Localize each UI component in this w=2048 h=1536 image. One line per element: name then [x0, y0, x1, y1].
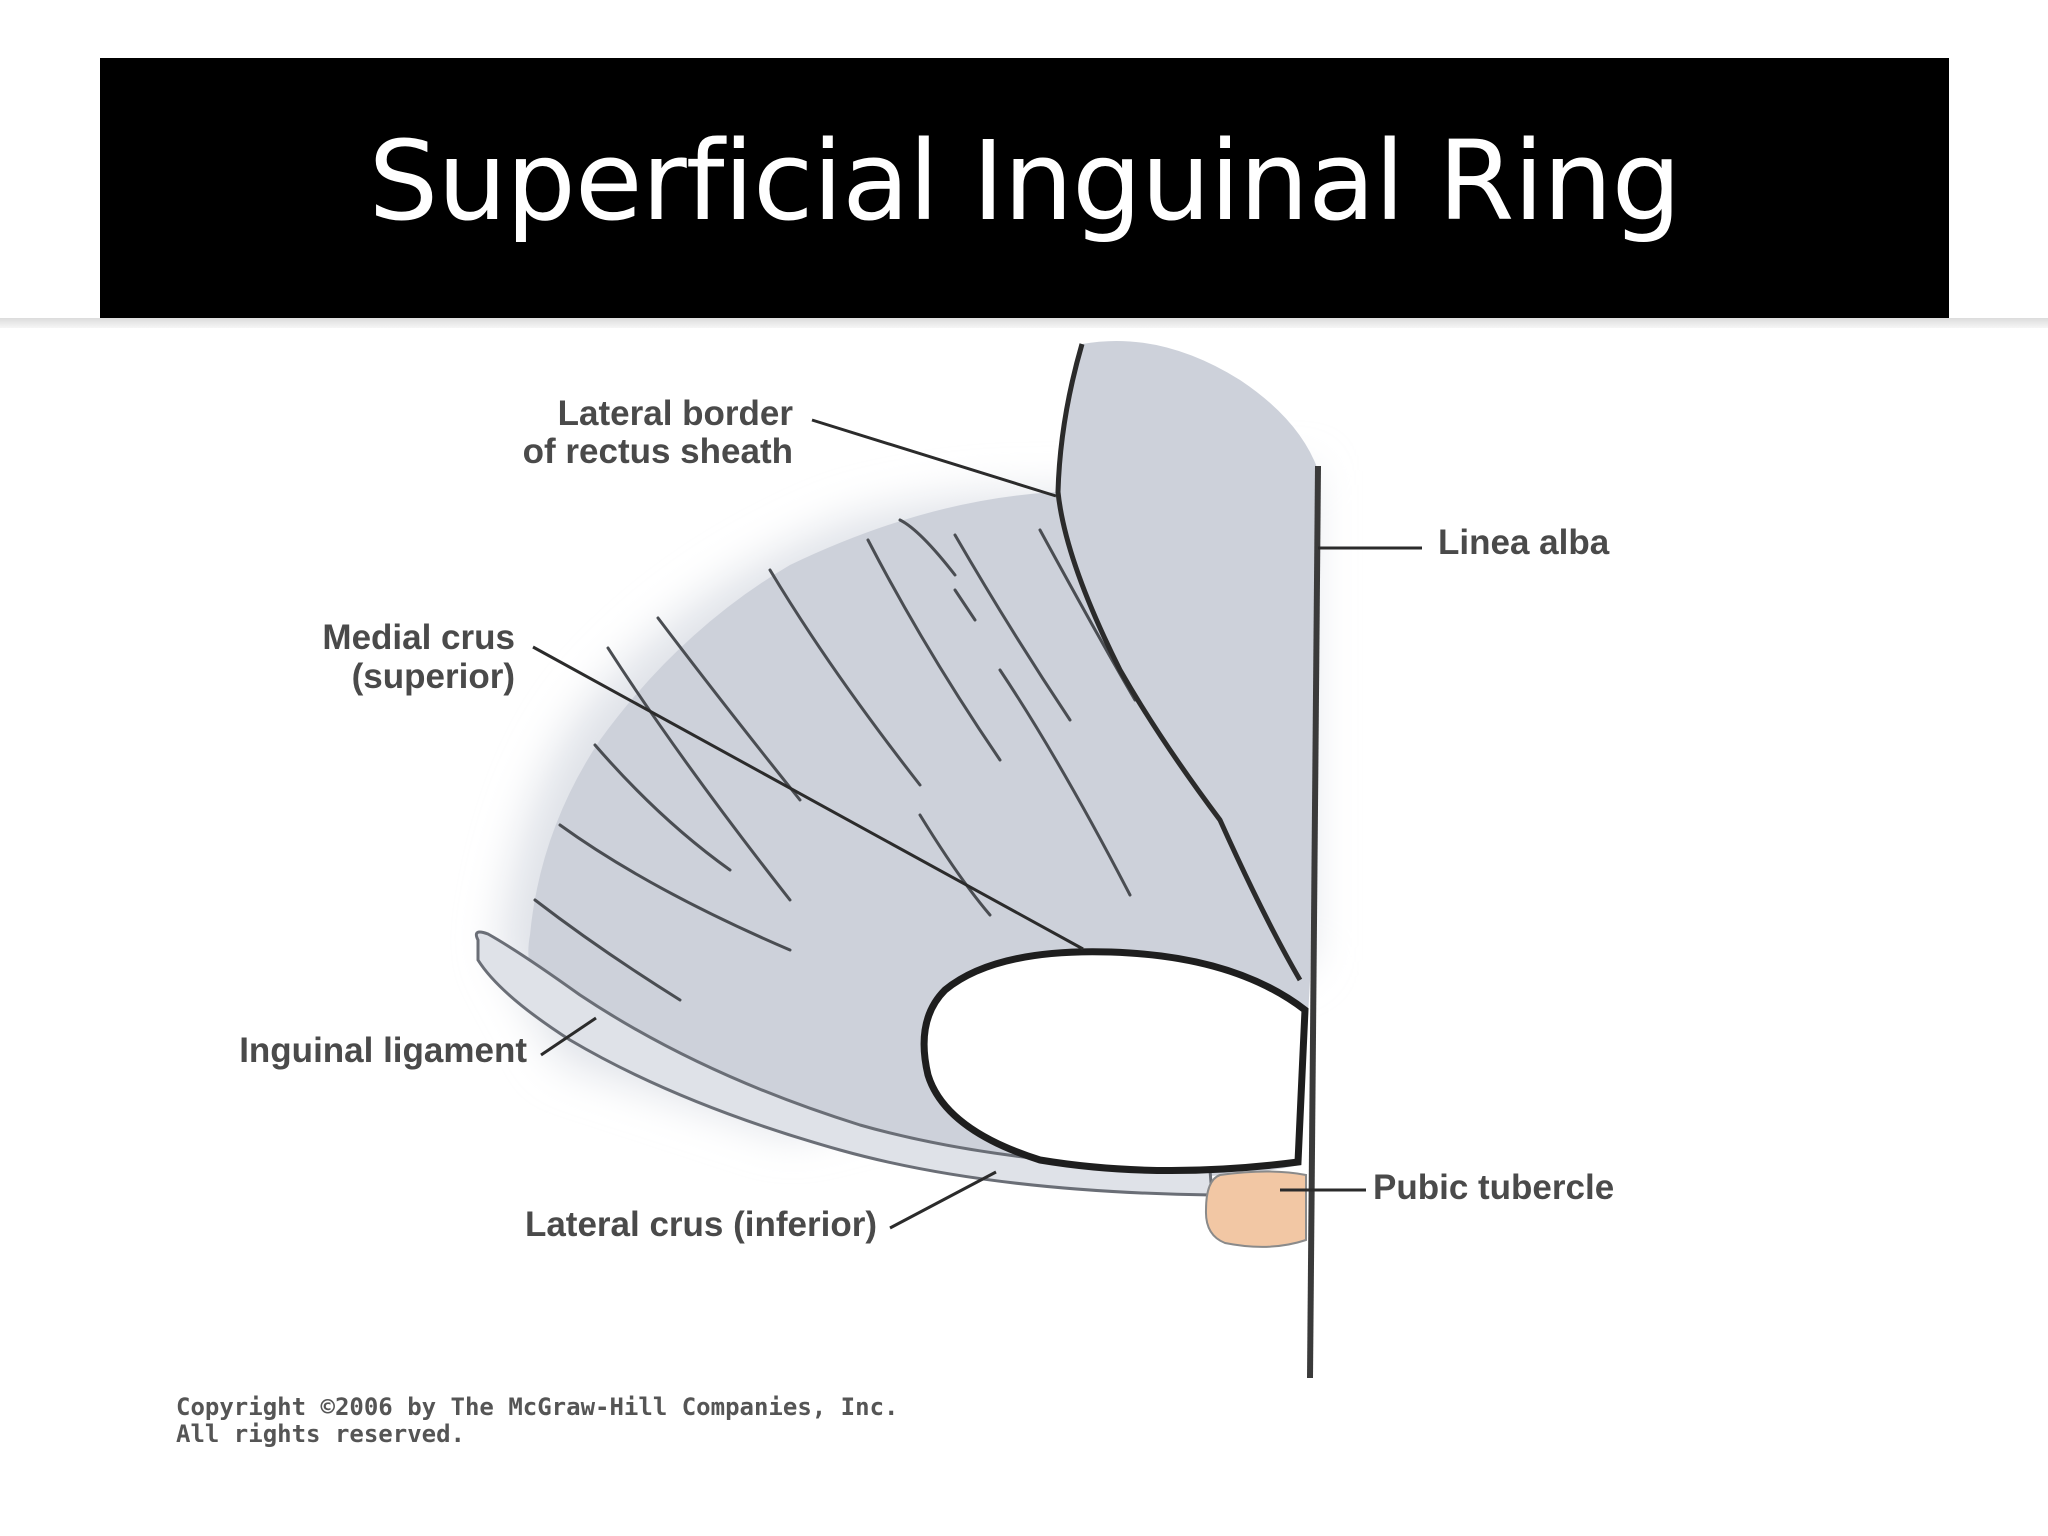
pubic-tubercle — [1204, 1170, 1307, 1248]
label-medial-crus-line1: Medial crus — [322, 618, 515, 657]
aponeurosis-fibres — [533, 518, 1137, 1002]
label-pubic-tubercle: Pubic tubercle — [1373, 1168, 1614, 1207]
label-lateral-border-line2: of rectus sheath — [523, 432, 793, 471]
rectus-sheath — [1058, 340, 1318, 980]
label-lateral-crus: Lateral crus (inferior) — [525, 1205, 877, 1244]
label-linea-alba: Linea alba — [1438, 523, 1610, 562]
copyright-line1: Copyright ©2006 by The McGraw-Hill Compa… — [176, 1393, 898, 1421]
label-inguinal-ligament: Inguinal ligament — [239, 1031, 527, 1070]
label-lateral-border-line1: Lateral border — [558, 394, 794, 433]
superficial-inguinal-ring — [920, 948, 1309, 1175]
label-medial-crus-line2: (superior) — [352, 657, 515, 696]
rectus-sheath-lateral-border — [1055, 343, 1303, 982]
copyright-line2: All rights reserved. — [176, 1420, 465, 1448]
title-bar: Superficial Inguinal Ring — [100, 58, 1949, 320]
leader-lines — [532, 418, 1422, 1230]
title-divider — [0, 318, 2048, 328]
slide-title: Superficial Inguinal Ring — [368, 117, 1682, 245]
linea-alba — [1307, 465, 1321, 1379]
